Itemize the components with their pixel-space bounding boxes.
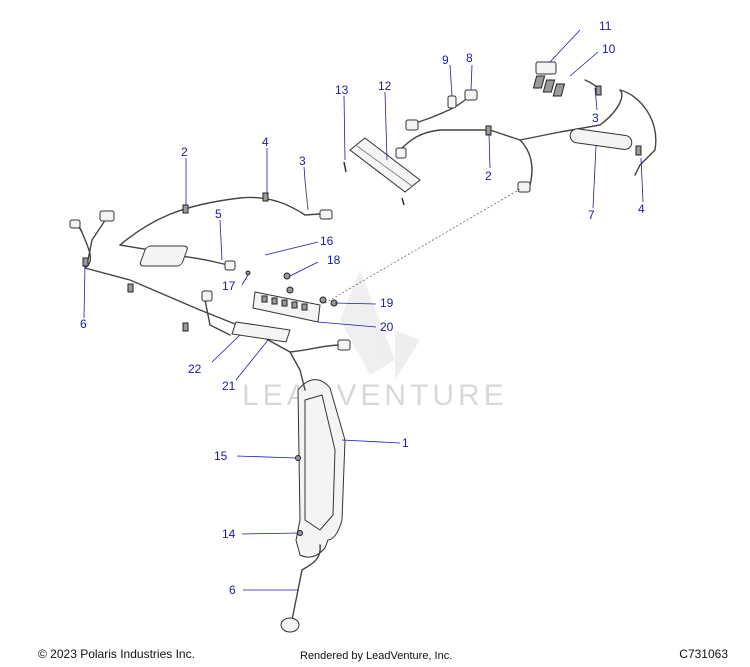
harness-connector — [224, 260, 236, 271]
harness-connector — [337, 339, 351, 351]
callout-11: 11 — [599, 19, 612, 33]
callout-6: 6 — [229, 583, 236, 597]
harness-connector — [99, 210, 115, 222]
callout-22: 22 — [188, 362, 202, 376]
callout-6: 6 — [80, 317, 87, 331]
controller-module — [139, 245, 188, 267]
wire-clip — [82, 257, 89, 267]
callout-13: 13 — [335, 83, 349, 97]
callout-2: 2 — [181, 145, 188, 159]
harness-connector — [517, 181, 531, 193]
rendered-by-text: Rendered by LeadVenture, Inc. — [300, 650, 453, 662]
watermark-logo — [340, 270, 420, 380]
harness-connector — [69, 219, 81, 229]
callout-7: 7 — [588, 208, 595, 222]
mount-bracket — [231, 321, 291, 343]
callout-4: 4 — [262, 135, 269, 149]
wire-clip — [182, 322, 189, 332]
main-harness — [69, 179, 351, 371]
fastener — [297, 530, 303, 536]
callout-14: 14 — [222, 527, 236, 541]
drawing-id: C731063 — [679, 647, 728, 661]
wire-clip — [182, 204, 189, 214]
callout-9: 9 — [442, 53, 449, 67]
fuse-box — [252, 291, 321, 323]
harness-end-connector — [280, 617, 300, 633]
callout-10: 10 — [602, 42, 616, 56]
watermark-text: LEADVENTURE — [242, 379, 508, 412]
fastener — [319, 296, 327, 304]
callout-3: 3 — [299, 154, 306, 168]
callout-19: 19 — [380, 296, 394, 310]
fastener — [286, 286, 294, 294]
cover-panel — [295, 379, 346, 558]
fastener — [245, 270, 251, 276]
callout-8: 8 — [466, 51, 473, 65]
right-harness — [395, 79, 657, 193]
fastener — [283, 272, 291, 280]
wire-clip — [595, 85, 602, 96]
bracket-part — [464, 89, 478, 101]
callout-1: 1 — [402, 436, 409, 450]
wire-clip — [635, 145, 642, 156]
copyright-text: © 2023 Polaris Industries Inc. — [38, 647, 195, 661]
callout-16: 16 — [320, 234, 334, 248]
fastener — [295, 455, 301, 461]
callout-12: 12 — [378, 79, 392, 93]
wire-clip — [262, 192, 269, 202]
wire-clip — [127, 283, 134, 293]
harness-connector — [395, 147, 407, 159]
fuse-holder — [447, 95, 457, 109]
harness-connector — [405, 119, 419, 131]
screw — [401, 197, 405, 206]
callout-18: 18 — [327, 253, 341, 267]
switch — [535, 61, 557, 75]
leader-lines — [83, 29, 644, 591]
harness-connector — [319, 209, 333, 220]
wire-clip — [485, 125, 492, 136]
screw — [343, 161, 347, 173]
protective-sleeve — [569, 128, 633, 150]
callout-5: 5 — [215, 207, 222, 221]
callout-2: 2 — [485, 169, 492, 183]
callout-21: 21 — [222, 379, 236, 393]
light-bar — [349, 137, 421, 193]
switch-plate — [532, 75, 566, 97]
callout-20: 20 — [380, 320, 394, 334]
callouts: 11 10 9 8 13 12 3 2 4 3 2 7 4 5 16 18 17… — [80, 19, 645, 597]
callout-17: 17 — [222, 279, 236, 293]
harness-connector — [201, 290, 213, 302]
callout-3: 3 — [592, 111, 599, 125]
callout-15: 15 — [214, 449, 228, 463]
callout-4: 4 — [638, 202, 645, 216]
